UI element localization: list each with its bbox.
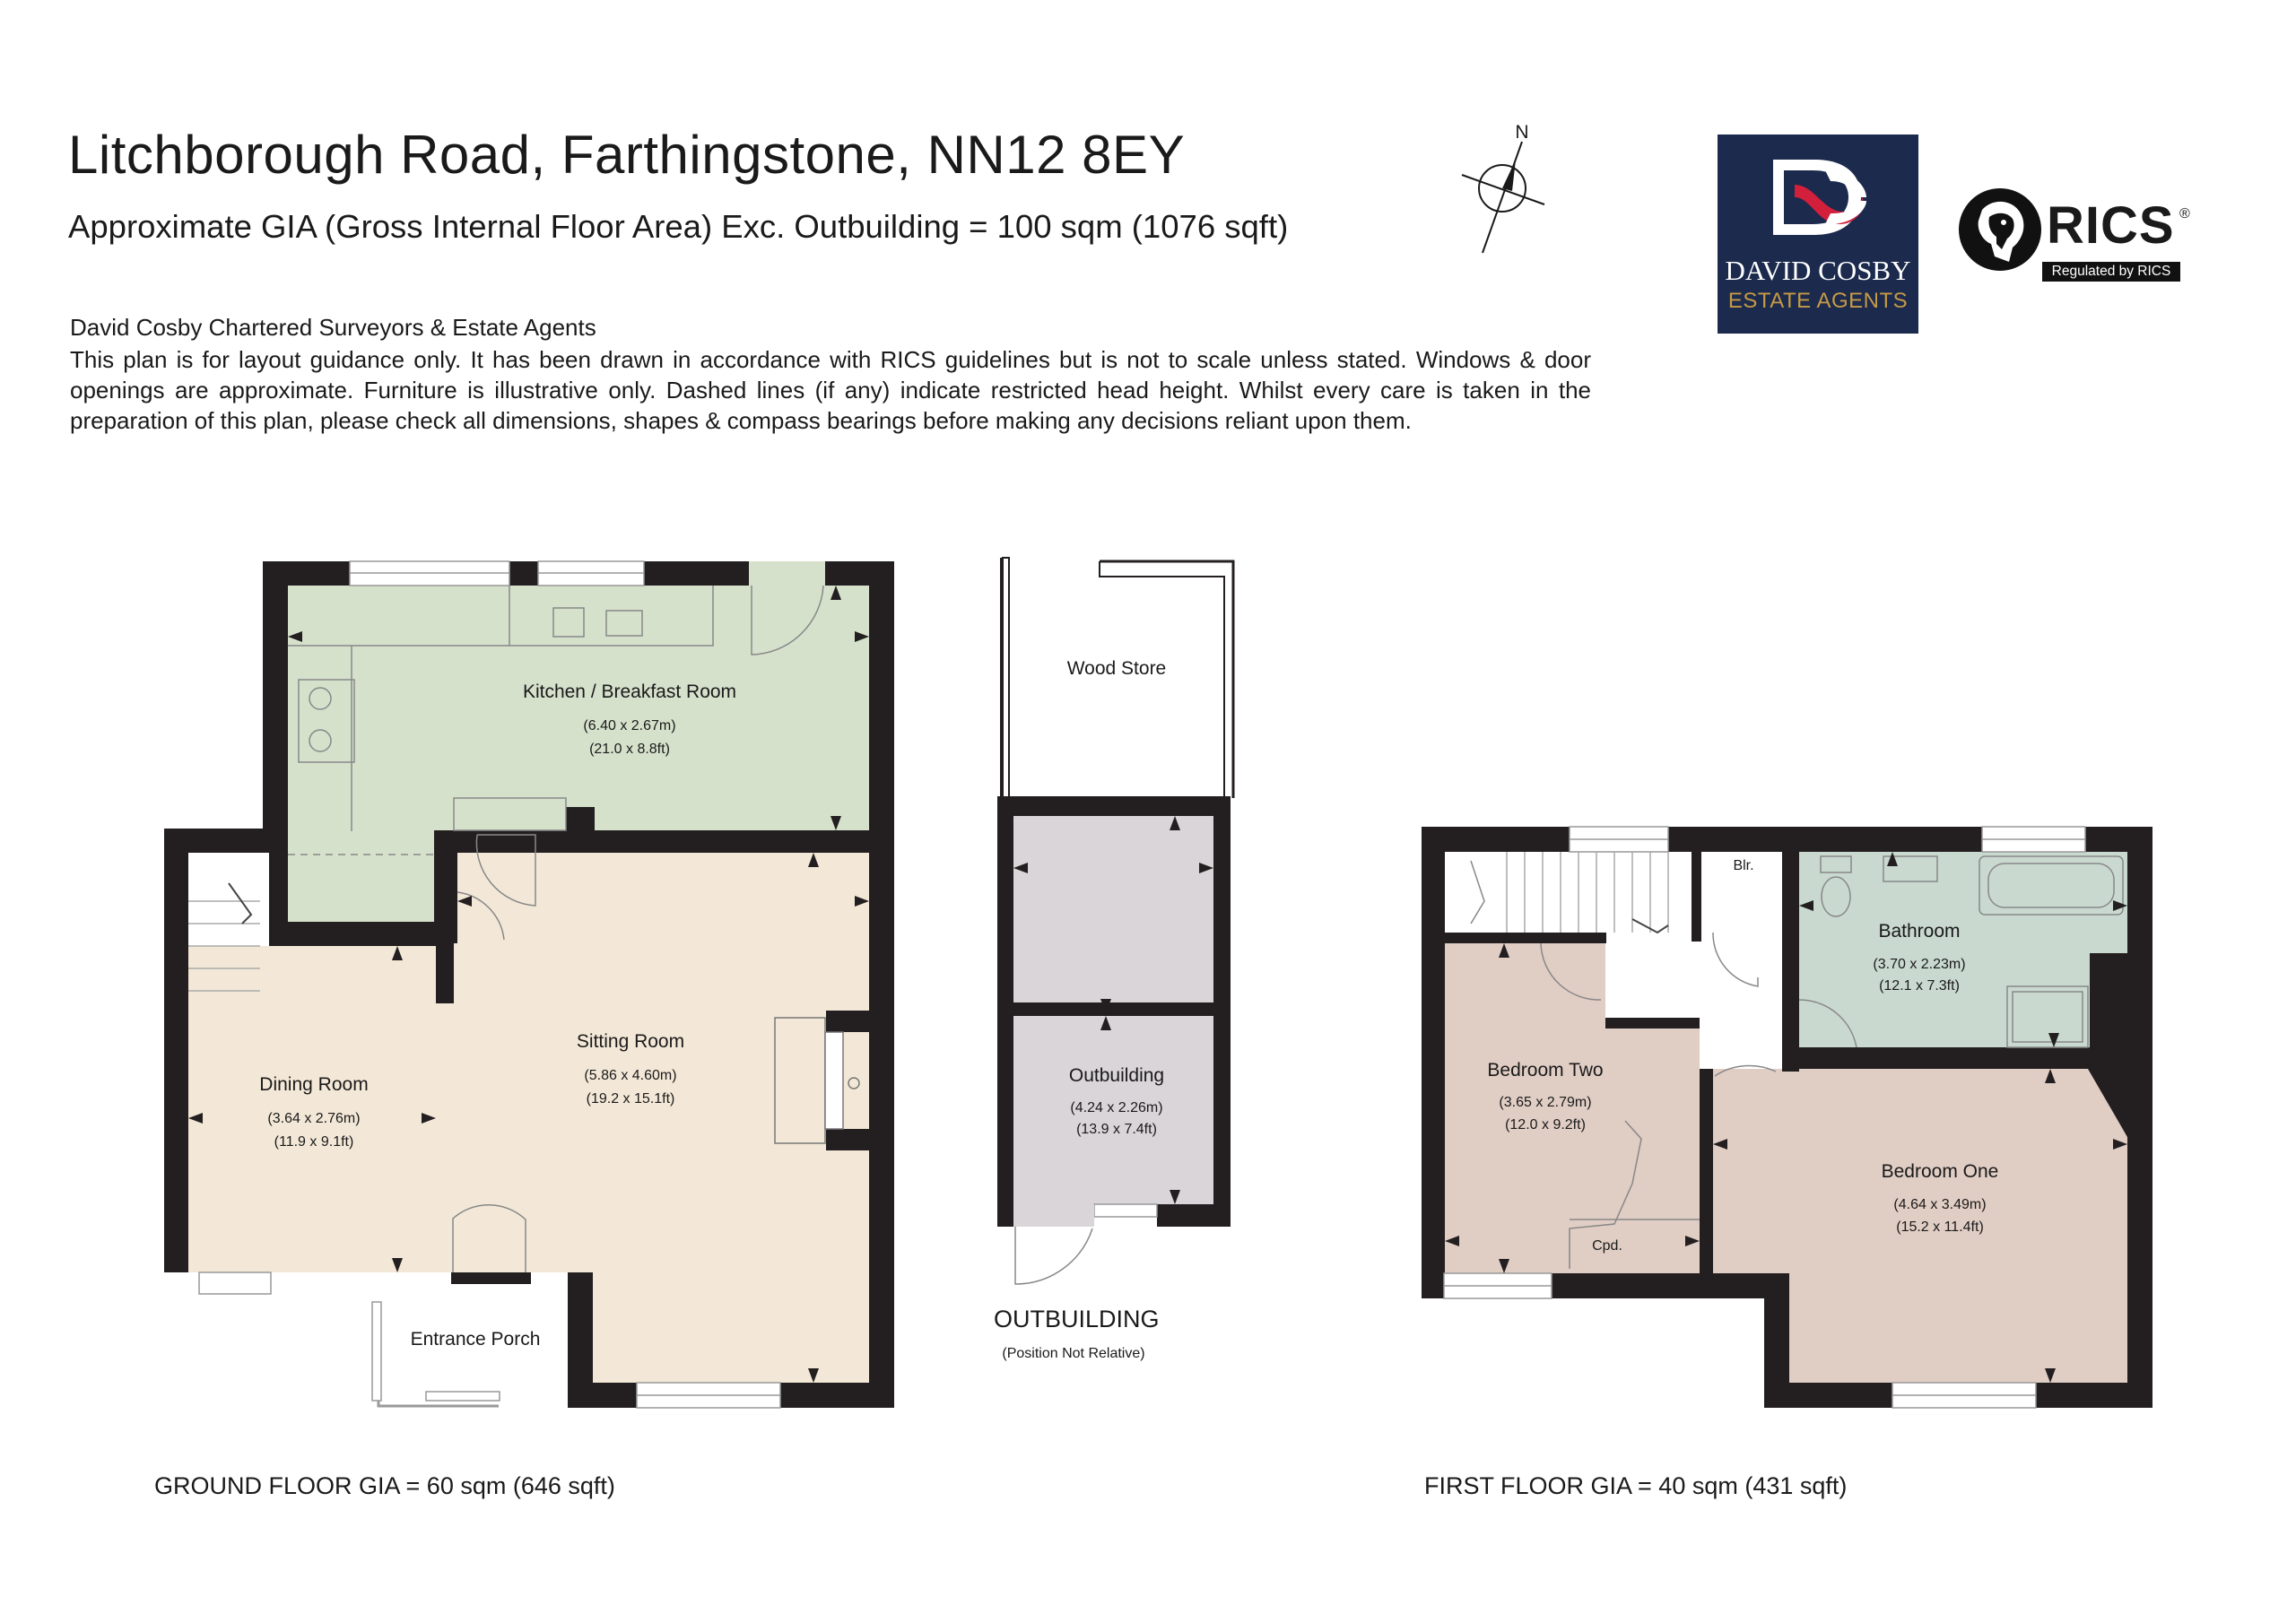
ground-floor-gia: GROUND FLOOR GIA = 60 sqm (646 sqft) [154, 1472, 615, 1499]
kitchen-floor [288, 586, 869, 830]
fireplace [774, 1017, 826, 1144]
bathroom-imperial: (12.1 x 7.3ft) [1879, 978, 1960, 994]
dc-monogram-icon [1773, 160, 1866, 235]
compass-icon [1461, 141, 1545, 254]
outbuilding-heading: OUTBUILDING [994, 1306, 1160, 1332]
rics-wordmark: RICS [2047, 196, 2175, 255]
entrance-porch-floor [379, 1298, 565, 1406]
outbuilding-imperial: (13.9 x 7.4ft) [1076, 1122, 1157, 1137]
back-door-opening [749, 561, 825, 586]
disclaimer-text: This plan is for layout guidance only. I… [70, 346, 1591, 434]
dining-upper-floor [269, 946, 436, 1000]
first-floor-gia: FIRST FLOOR GIA = 40 sqm (431 sqft) [1424, 1472, 1847, 1499]
bedroom-two-label: Bedroom Two [1487, 1060, 1603, 1081]
outbuilding-plan: Wood Store Outbuilding (4.24 x 2.26m) (1… [997, 557, 1235, 1285]
dining-room-imperial: (11.9 x 9.1ft) [274, 1134, 354, 1150]
kitchen-lower-floor [288, 830, 434, 922]
agent-subtitle: ESTATE AGENTS [1727, 289, 1909, 313]
window [1093, 1203, 1158, 1218]
sitting-room-metric: (5.86 x 4.60m) [584, 1068, 676, 1083]
outbuilding-label: Outbuilding [1069, 1065, 1164, 1086]
dining-floor [188, 946, 439, 1272]
ground-floor-plan: Kitchen / Breakfast Room (6.40 x 2.67m) … [164, 560, 894, 1409]
first-floor-plan: Bathroom (3.70 x 2.23m) (12.1 x 7.3ft) B… [1422, 826, 2152, 1409]
bath [1979, 855, 2124, 916]
dining-room-label: Dining Room [259, 1074, 368, 1095]
bedroom-one-imperial: (15.2 x 11.4ft) [1896, 1219, 1984, 1235]
basin [1883, 855, 1938, 882]
window [198, 1271, 272, 1295]
outbuilding-position-note: (Position Not Relative) [1002, 1346, 1144, 1361]
bedroom-two-metric: (3.65 x 2.79m) [1499, 1095, 1591, 1110]
toilet [1820, 855, 1852, 873]
sitting-room-imperial: (19.2 x 15.1ft) [587, 1091, 675, 1107]
dining-room-metric: (3.64 x 2.76m) [267, 1111, 360, 1126]
bedroom-one-metric: (4.64 x 3.49m) [1893, 1197, 1986, 1212]
dimension-arrows [188, 586, 869, 1383]
rics-regulated-label: Regulated by RICS [2042, 262, 2180, 282]
gia-summary: Approximate GIA (Gross Internal Floor Ar… [68, 208, 1289, 245]
outbuilding-metric: (4.24 x 2.26m) [1070, 1100, 1162, 1115]
bathroom-metric: (3.70 x 2.23m) [1873, 957, 1965, 972]
wood-store-label: Wood Store [1067, 658, 1167, 679]
bathroom-floor [1799, 852, 2127, 1047]
outbuilding-upper-floor [1013, 816, 1213, 1002]
kitchen-imperial: (21.0 x 8.8ft) [589, 742, 670, 757]
shower [2006, 985, 2089, 1048]
sitting-floor [453, 853, 869, 1383]
agent-name: DAVID COSBY [1725, 255, 1911, 286]
bedroom-one-label: Bedroom One [1882, 1161, 1999, 1182]
boiler-cupboard-floor [1701, 852, 1782, 933]
bathroom-label: Bathroom [1878, 921, 1960, 942]
compass-north-label: N [1515, 122, 1528, 143]
david-cosby-logo: DAVID COSBY ESTATE AGENTS [1718, 135, 1918, 334]
kitchen-label: Kitchen / Breakfast Room [523, 681, 736, 702]
bedroom-one-floor [1713, 1069, 2127, 1383]
page-title: Litchborough Road, Farthingstone, NN12 8… [68, 125, 1186, 185]
sitting-room-label: Sitting Room [577, 1031, 684, 1052]
cupboard-label: Cpd. [1592, 1238, 1622, 1254]
boiler-label: Blr. [1733, 858, 1753, 873]
bedroom-two-imperial: (12.0 x 9.2ft) [1505, 1117, 1586, 1133]
rics-registered-mark: ® [2179, 206, 2190, 221]
rics-lion-icon [1959, 188, 2041, 271]
outbuilding-floor [1013, 1016, 1213, 1204]
kitchen-metric: (6.40 x 2.67m) [583, 718, 675, 733]
entrance-porch-label: Entrance Porch [411, 1329, 541, 1350]
firm-name: David Cosby Chartered Surveyors & Estate… [70, 314, 596, 341]
range-cooker [298, 679, 355, 763]
